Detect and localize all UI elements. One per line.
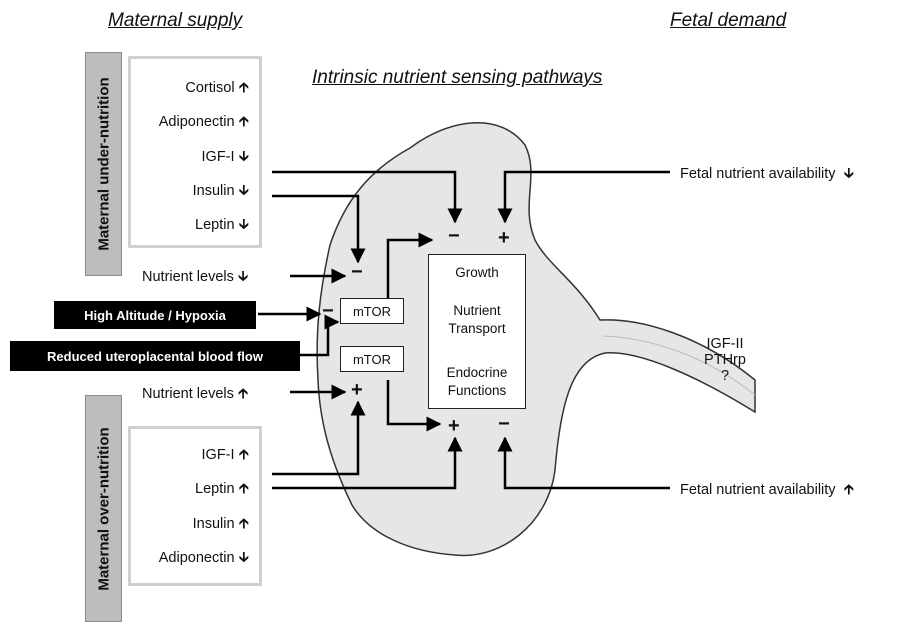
arrow-up-icon: 🡱: [238, 447, 249, 463]
over-nutrition-bar: Maternal over-nutrition: [85, 395, 122, 622]
fetal-availability-bottom-connector: [497, 436, 670, 490]
arrow-down-icon: 🡳: [237, 269, 249, 285]
fetal-factors: IGF-II PTHrp ?: [700, 336, 750, 384]
nutrient-levels-text: Nutrient levels: [142, 386, 234, 402]
insulin-connector: [272, 194, 366, 264]
mtor-top-connector: [386, 232, 434, 298]
nutrient-levels-text: Nutrient levels: [142, 269, 234, 285]
hormone-label: Insulin: [192, 516, 235, 532]
arrow-down-icon: 🡳: [238, 550, 249, 566]
under-nutrition-bar: Maternal under-nutrition: [85, 52, 122, 276]
fetal-availability-text: Fetal nutrient availability: [680, 482, 836, 498]
hormone-label: Insulin: [192, 183, 235, 199]
arrow-up-icon: 🡱: [238, 114, 249, 130]
hormone-label: Leptin: [195, 481, 235, 497]
over-nutrition-hormone-box: IGF-I 🡱 Leptin 🡱 Insulin 🡱 Adiponectin 🡳: [128, 426, 262, 586]
minus-sign-top: −: [448, 225, 460, 247]
reduced-flow-connector: [300, 314, 340, 357]
pthrp-label: PTHrp: [704, 352, 746, 368]
hormone-label: Cortisol: [185, 80, 235, 96]
under-item-2: Adiponectin 🡱: [159, 111, 249, 136]
placental-functions-box: Growth Nutrient Transport Endocrine Func…: [428, 254, 526, 409]
hormone-label: IGF-I: [201, 447, 235, 463]
arrow-down-icon: 🡳: [238, 217, 249, 233]
umbilical-cord-line: [602, 335, 756, 396]
arrow-up-icon: 🡱: [238, 516, 249, 532]
minus-sign-bottom: −: [498, 413, 510, 435]
under-item-3: IGF-I 🡳: [202, 146, 249, 171]
mtor-top-box: mTOR: [340, 298, 404, 324]
mtor-bottom-box: mTOR: [340, 346, 404, 372]
under-nutrition-hormone-box: Cortisol 🡱 Adiponectin 🡱 IGF-I 🡳 Insulin…: [128, 56, 262, 248]
igf1-connector: [272, 170, 463, 224]
over-item-3: Insulin 🡱: [193, 513, 249, 538]
arrow-down-icon: 🡳: [843, 166, 855, 182]
over-item-1: IGF-I 🡱: [202, 444, 249, 469]
arrow-down-icon: 🡳: [238, 183, 249, 199]
plus-sign-bottom: +: [448, 415, 460, 437]
nutrient-levels-top: Nutrient levels 🡳: [142, 266, 248, 291]
high-altitude-hypoxia-box: High Altitude / Hypoxia: [54, 301, 256, 329]
minus-sign-nutrient: −: [351, 261, 363, 283]
growth-label: Growth: [455, 265, 499, 280]
arrow-up-icon: 🡱: [238, 481, 249, 497]
fetal-availability-top: Fetal nutrient availability 🡳: [680, 163, 854, 188]
under-item-5: Leptin 🡳: [195, 214, 249, 239]
arrow-up-icon: 🡱: [843, 482, 855, 498]
leptin-bottom-connector: [272, 436, 463, 490]
igf2-label: IGF-II: [706, 336, 744, 352]
hormone-label: Leptin: [195, 217, 235, 233]
igf1-bottom-connector: [272, 400, 366, 476]
endocrine-label: Endocrine: [446, 365, 508, 380]
nutrient-label: Nutrient: [453, 303, 501, 318]
plus-sign-nutrient: +: [351, 379, 363, 401]
under-item-4: Insulin 🡳: [193, 180, 249, 205]
fetal-availability-top-connector: [497, 170, 670, 224]
over-nutrition-label: Maternal over-nutrition: [95, 426, 112, 591]
maternal-supply-header: Maternal supply: [108, 10, 243, 31]
arrow-up-icon: 🡱: [237, 386, 249, 402]
over-item-4: Adiponectin 🡳: [159, 547, 249, 572]
arrow-down-icon: 🡳: [238, 149, 249, 165]
fetal-demand-header: Fetal demand: [670, 10, 787, 31]
functions-label: Functions: [447, 383, 507, 398]
transport-label: Transport: [448, 321, 506, 336]
placenta-shape: [316, 122, 756, 557]
nutrient-levels-bottom: Nutrient levels 🡱: [142, 383, 248, 408]
under-item-1: Cortisol 🡱: [185, 77, 249, 102]
fetal-availability-text: Fetal nutrient availability: [680, 166, 836, 182]
minus-sign-hypoxia: −: [322, 300, 334, 322]
reduced-uteroplacental-flow-box: Reduced uteroplacental blood flow: [10, 341, 300, 371]
plus-sign-top: +: [498, 227, 510, 249]
unknown-factor-label: ?: [720, 368, 730, 384]
hormone-label: IGF-I: [201, 149, 235, 165]
mtor-bottom-connector: [386, 380, 442, 432]
under-nutrition-label: Maternal under-nutrition: [95, 77, 112, 251]
fetal-availability-bottom: Fetal nutrient availability 🡱: [680, 479, 854, 504]
hormone-label: Adiponectin: [158, 550, 235, 566]
intrinsic-pathways-header: Intrinsic nutrient sensing pathways: [312, 67, 603, 88]
over-item-2: Leptin 🡱: [195, 478, 249, 503]
hormone-label: Adiponectin: [158, 114, 235, 130]
arrow-up-icon: 🡱: [238, 80, 249, 96]
